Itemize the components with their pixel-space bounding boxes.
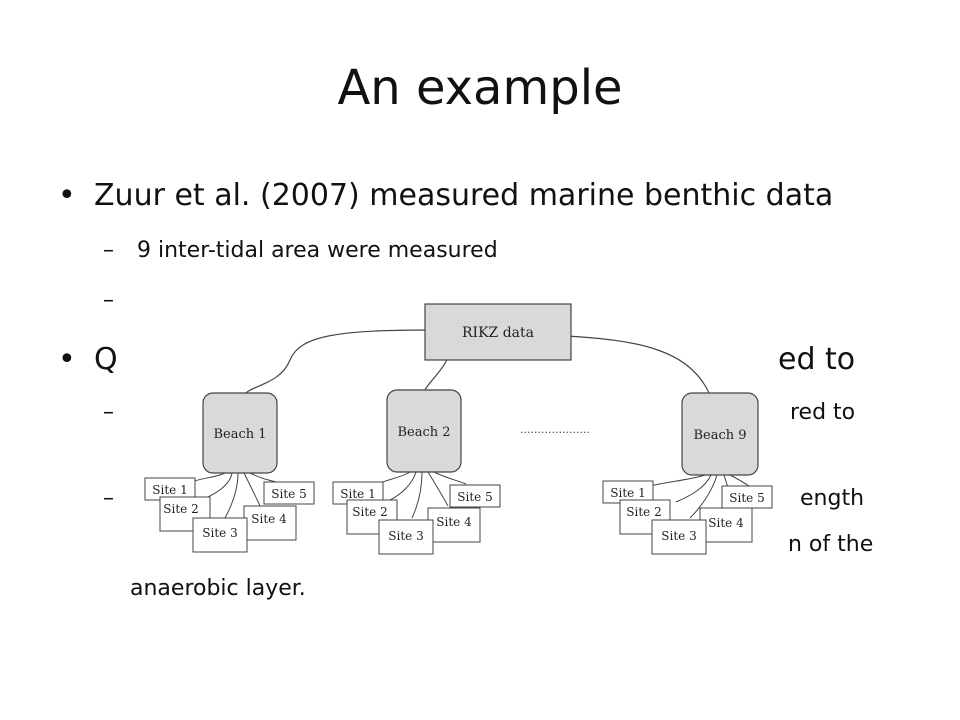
site-label: Site 2 [163,502,198,516]
site-label: Site 4 [251,512,287,526]
beach-1-group: Beach 1 Site 1 Site 5 Site 2 Site 4 Site… [144,392,315,553]
site-label: Site 1 [340,487,375,501]
beach-1-box [202,392,278,474]
sub-bullet-dash: – [103,288,114,313]
site-label: Site 2 [626,505,661,519]
site-box [263,481,315,505]
site-label: Site 3 [388,529,423,543]
beach-2-site-connectors [377,471,467,519]
bullet-dot: • [58,178,76,213]
sub-bullet-3: – [103,398,137,428]
bullet-1: • Zuur et al. (2007) measured marine bent… [58,176,833,216]
root-box [424,303,572,361]
slide-title: An example [337,60,623,116]
beach-1-site-connectors [191,472,277,519]
site-label: Site 5 [271,487,306,501]
bullet-2-start: Q [94,342,118,377]
site-box [651,519,707,555]
sub-bullet-4: – [103,484,137,514]
root-node: RIKZ data [424,303,572,361]
beach-9-box [681,392,759,476]
site-box [699,507,753,543]
site-label: Site 3 [661,529,696,543]
continuation-line: anaerobic layer. [130,576,306,601]
site-label: Site 5 [457,490,492,504]
bullet-2-end: ed to [778,342,856,377]
root-label: RIKZ data [462,325,534,341]
bullet-1-text: Zuur et al. (2007) measured marine benth… [94,178,834,213]
connector-root-beach9 [564,335,711,396]
beach-9-label: Beach 9 [693,428,746,443]
site-box [243,505,297,541]
site-label: Site 4 [708,516,744,530]
sub-bullet-3-end: red to [790,400,856,425]
site-label: Site 4 [436,515,472,529]
beach-ellipsis: .................... [520,423,590,436]
site-label: Site 5 [729,491,764,505]
connector-root-beach1 [242,329,433,397]
sub-bullet-dash: – [103,486,114,511]
sub-bullet-4-end: ength [800,486,865,511]
beach-9-group: Beach 9 Site 1 Site 5 Site 2 Site 4 Site… [602,392,773,555]
beach-1-label: Beach 1 [213,427,266,442]
bullet-2: •Q [58,340,118,380]
beach-2-group: Beach 2 Site 1 Site 5 Site 2 Site 4 Site… [332,389,501,555]
beach-2-box [386,389,462,473]
sub-bullet-4-cont-end: n of the [788,532,874,557]
sub-bullet-1: –9 inter-tidal area were measured [103,236,498,266]
site-box [449,484,501,508]
site-label: Site 1 [152,483,187,497]
sub-bullet-1-text: 9 inter-tidal area were measured [137,238,498,263]
site-label: Site 2 [352,505,387,519]
site-box [192,517,248,553]
sub-bullet-dash: – [103,238,114,263]
sub-bullet-dash: – [103,400,114,425]
site-label: Site 3 [202,526,237,540]
site-box [427,507,481,543]
sub-bullet-2: – [103,286,137,316]
site-label: Site 1 [610,486,645,500]
beach-2-label: Beach 2 [397,425,450,440]
site-box [378,519,434,555]
bullet-dot: • [58,342,76,377]
